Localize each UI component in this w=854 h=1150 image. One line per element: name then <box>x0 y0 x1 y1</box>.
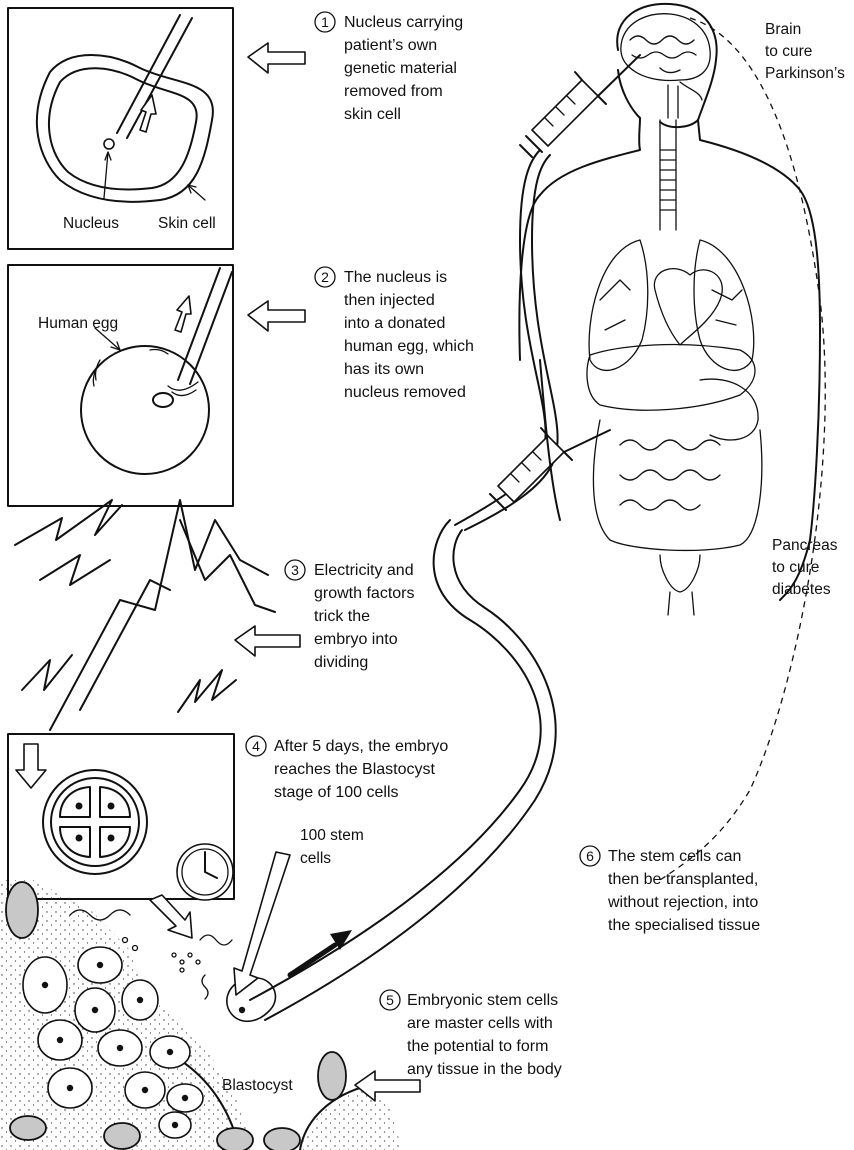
step-6-number: 6 <box>586 848 594 864</box>
embryo-icon <box>43 770 147 874</box>
syringe-icon <box>520 55 640 157</box>
arrow-icon <box>175 296 191 332</box>
step-4-number: 4 <box>252 738 260 754</box>
syringe-tube <box>250 55 640 1020</box>
step-1-line-5: skin cell <box>344 106 401 123</box>
nucleus-dot <box>104 139 114 149</box>
pancreas-label: Pancreas to cure diabetes <box>772 537 838 598</box>
step-2-line-5: has its own <box>344 361 424 378</box>
brain-line-3: Parkinson’s <box>765 65 845 82</box>
step-2-number: 2 <box>321 269 329 285</box>
brain-line-2: to cure <box>765 43 812 60</box>
human-egg-icon <box>81 268 232 474</box>
step-2-line-2: then injected <box>344 292 435 309</box>
clock-icon <box>177 844 233 900</box>
skin-cell-label: Skin cell <box>158 215 216 232</box>
step-6-line-3: without rejection, into <box>607 894 758 911</box>
step-4-line-1: After 5 days, the embryo <box>274 738 448 755</box>
step-3-line-1: Electricity and <box>314 562 414 579</box>
stem-cells-label: 100 stem cells <box>300 827 364 867</box>
panel-skin-cell: Nucleus Skin cell <box>8 8 233 249</box>
brain-line-1: Brain <box>765 21 801 38</box>
brain-label: Brain to cure Parkinson’s <box>765 21 845 82</box>
tissue-region: Blastocyst <box>0 880 400 1150</box>
step-3-line-5: dividing <box>314 654 368 671</box>
step-2-line-4: human egg, which <box>344 338 474 355</box>
skin-cell-icon <box>37 15 213 202</box>
arrow-icon <box>16 744 46 788</box>
step-3-line-3: trick the <box>314 608 370 625</box>
panel-human-egg: Human egg <box>8 265 233 506</box>
nucleus-label: Nucleus <box>63 215 119 232</box>
step-6-line-2: then be transplanted, <box>608 871 758 888</box>
arrow-icon <box>235 626 300 656</box>
pancreas-line-1: Pancreas <box>772 537 838 554</box>
step-6-line-4: the specialised tissue <box>608 917 760 934</box>
step-1-line-1: Nucleus carrying <box>344 14 463 31</box>
step-1: 1 Nucleus carrying patient’s own genetic… <box>315 12 463 123</box>
step-2-line-1: The nucleus is <box>344 269 447 286</box>
step-3-number: 3 <box>291 562 299 578</box>
step-6-line-1: The stem cells can <box>608 848 741 865</box>
human-egg-label: Human egg <box>38 315 118 332</box>
arrow-icon <box>234 852 290 995</box>
step-4-line-2: reaches the Blastocyst <box>274 761 436 778</box>
step-4: 4 After 5 days, the embryo reaches the B… <box>246 736 448 801</box>
step-1-line-2: patient’s own <box>344 37 437 54</box>
stem-cells-line-2: cells <box>300 850 331 867</box>
step-5: 5 Embryonic stem cells are master cells … <box>380 990 562 1078</box>
pancreas-line-2: to cure <box>772 559 819 576</box>
stem-cells-line-1: 100 stem <box>300 827 364 844</box>
arrow-icon <box>248 43 305 73</box>
arrow-icon <box>140 95 156 132</box>
arrow-icon <box>248 301 305 331</box>
step-3: 3 Electricity and growth factors trick t… <box>285 560 414 671</box>
step-5-number: 5 <box>386 992 394 1008</box>
step-5-line-3: the potential to form <box>407 1038 548 1055</box>
lightning-bolt-icon <box>15 500 275 730</box>
step-5-line-2: are master cells with <box>407 1015 553 1032</box>
step-2-line-3: into a donated <box>344 315 445 332</box>
step-2-line-6: nucleus removed <box>344 384 466 401</box>
step-5-line-1: Embryonic stem cells <box>407 992 558 1009</box>
pancreas-line-3: diabetes <box>772 581 831 598</box>
step-6: 6 The stem cells can then be transplante… <box>580 846 760 934</box>
human-body-icon <box>519 4 820 615</box>
arrow-icon <box>150 895 192 938</box>
step-3-line-4: embryo into <box>314 631 398 648</box>
step-2: 2 The nucleus is then injected into a do… <box>315 267 474 401</box>
step-3-line-2: growth factors <box>314 585 414 602</box>
step-1-line-4: removed from <box>344 83 443 100</box>
step-1-number: 1 <box>321 14 329 30</box>
step-5-line-4: any tissue in the body <box>407 1061 562 1078</box>
step-1-line-3: genetic material <box>344 60 457 77</box>
panel-embryo <box>8 734 234 900</box>
step-4-line-3: stage of 100 cells <box>274 784 399 801</box>
blastocyst-label: Blastocyst <box>222 1077 293 1094</box>
